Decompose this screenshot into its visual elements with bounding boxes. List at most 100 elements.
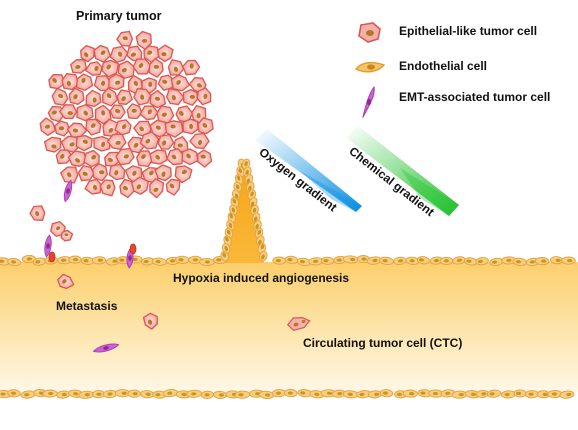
- endothelial-cell: [356, 390, 372, 399]
- endothelial-nucleus: [337, 392, 343, 396]
- cell-nucleus: [106, 184, 111, 190]
- endothelial-nucleus: [250, 191, 254, 197]
- endothelial-cell: [367, 390, 382, 399]
- epithelial-tumor-cell: [157, 44, 174, 63]
- epithelial-tumor-cell: [181, 148, 199, 166]
- cell-nucleus: [115, 140, 121, 145]
- endothelial-nucleus: [61, 392, 67, 397]
- endothelial-nucleus: [35, 260, 41, 264]
- endothelial-cell: [536, 390, 550, 399]
- epithelial-tumor-cell: [165, 178, 181, 196]
- endothelial-nucleus: [48, 391, 54, 396]
- endothelial-nucleus: [121, 391, 127, 395]
- cell-nucleus: [203, 93, 208, 99]
- endothelial-nucleus: [167, 391, 173, 395]
- endothelial-nucleus: [84, 393, 90, 397]
- cell-nucleus: [139, 126, 144, 132]
- primary-tumor-cells: [39, 30, 214, 199]
- endothelial-nucleus: [11, 260, 17, 264]
- endothelial-cell: [379, 389, 394, 398]
- cell-nucleus: [141, 154, 146, 160]
- cell-nucleus: [56, 226, 61, 231]
- ctc-label: Circulating tumor cell (CTC): [303, 336, 463, 350]
- endothelial-nucleus: [458, 393, 464, 397]
- endothelial-nucleus: [445, 391, 451, 396]
- epithelial-tumor-cell: [149, 149, 168, 165]
- epithelial-tumor-cell: [116, 30, 134, 47]
- primary-tumor-label: Primary tumor: [76, 9, 162, 23]
- oxygen-gradient-wedge: [255, 129, 362, 212]
- endothelial-nucleus: [238, 168, 242, 174]
- cell-nucleus: [94, 65, 99, 72]
- endothelial-cell: [127, 389, 141, 398]
- endothelial-nucleus: [228, 222, 233, 228]
- endothelial-nucleus: [528, 392, 534, 396]
- epithelial-tumor-cell: [76, 104, 94, 122]
- endothelial-cell: [140, 390, 154, 399]
- cell-nucleus: [181, 169, 187, 175]
- cell-nucleus: [101, 80, 106, 87]
- cell-nucleus: [161, 112, 167, 117]
- epithelial-tumor-cell: [55, 149, 74, 165]
- endothelial-nucleus: [504, 392, 510, 397]
- epithelial-tumor-cell: [99, 179, 116, 197]
- endothelial-cell: [20, 390, 36, 399]
- legend-epithelial: Epithelial-like tumor cell: [354, 20, 574, 44]
- cell-nucleus: [133, 142, 139, 148]
- epithelial-tumor-cell: [197, 117, 214, 135]
- endothelial-nucleus: [542, 392, 548, 396]
- epithelial-tumor-cell: [149, 89, 167, 109]
- epithelial-tumor-cell: [142, 312, 158, 330]
- endothelial-nucleus: [382, 259, 388, 263]
- epithelial-tumor-cell: [59, 104, 78, 120]
- cell-nucleus: [44, 124, 51, 129]
- endothelial-nucleus: [409, 259, 415, 263]
- endothelial-nucleus: [326, 391, 333, 395]
- cell-nucleus: [72, 128, 79, 133]
- cell-nucleus: [171, 95, 176, 101]
- endothelial-nucleus: [258, 239, 262, 245]
- endothelial-nucleus: [470, 392, 477, 396]
- endothelial-nucleus: [456, 258, 463, 262]
- endothelial-nucleus: [0, 392, 6, 396]
- endothelial-nucleus: [112, 259, 118, 263]
- endothelial-nucleus: [347, 392, 353, 396]
- epithelial-tumor-cell: [154, 164, 172, 182]
- epithelial-tumor-cell: [126, 45, 143, 62]
- epithelial-tumor-cell: [139, 105, 159, 121]
- cell-nucleus: [121, 124, 127, 130]
- cell-nucleus: [171, 154, 177, 160]
- cell-nucleus: [140, 94, 145, 100]
- cell-nucleus: [51, 110, 57, 115]
- endothelial-nucleus: [382, 391, 389, 395]
- endothelial-cell: [213, 390, 227, 399]
- endothelial-cell: [464, 390, 481, 399]
- cell-nucleus: [189, 63, 194, 69]
- endothelial-nucleus: [61, 258, 67, 262]
- endothelial-nucleus: [374, 392, 380, 396]
- ctc-cluster: [287, 317, 311, 332]
- endothelial-nucleus: [253, 216, 258, 222]
- endothelial-nucleus: [466, 259, 472, 263]
- epithelial-tumor-cell: [166, 148, 185, 166]
- cell-nucleus: [133, 80, 138, 86]
- cell-nucleus: [301, 319, 306, 324]
- endothelial-cell: [68, 255, 82, 264]
- epithelial-tumor-cell: [117, 60, 136, 79]
- legend-label: Endothelial cell: [399, 59, 488, 73]
- cell-nucleus: [101, 141, 106, 148]
- epithelial-tumor-cell: [165, 87, 185, 106]
- epithelial-tumor-cell: [66, 122, 88, 138]
- endothelial-cell: [402, 389, 418, 398]
- epithelial-tumor-cell: [94, 104, 112, 125]
- endothelial-nucleus: [287, 258, 293, 262]
- cell-nucleus: [82, 171, 88, 176]
- epithelial-tumor-cell: [197, 149, 213, 168]
- endothelial-cell: [283, 389, 298, 398]
- endothelial-nucleus: [261, 254, 265, 260]
- epithelial-tumor-cell: [43, 136, 62, 153]
- endothelial-nucleus: [265, 393, 271, 397]
- endothelial-nucleus: [238, 393, 244, 397]
- endothelial-nucleus: [236, 175, 241, 181]
- endothelial-nucleus: [225, 236, 229, 242]
